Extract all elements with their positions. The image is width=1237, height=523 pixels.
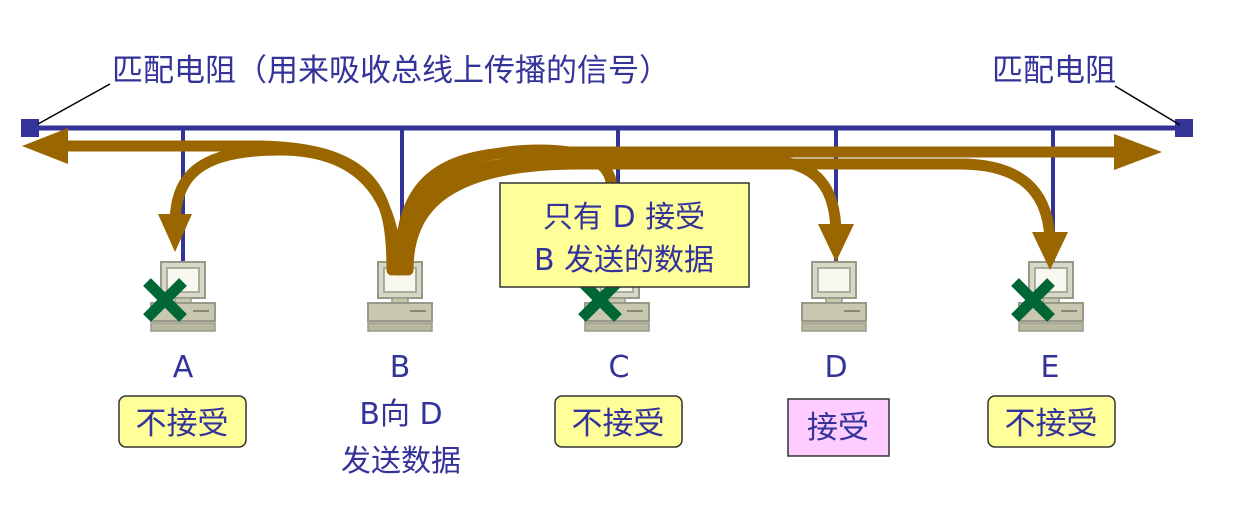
terminator-left-label: 匹配电阻（用来吸收总线上传播的信号） — [112, 53, 670, 89]
arrowhead-d — [818, 224, 854, 262]
signal-arrow-to-e — [402, 158, 1056, 276]
computer-d — [801, 261, 867, 332]
station-name-d: D — [824, 350, 847, 385]
sender-label-line-1: B向 D — [359, 397, 442, 432]
terminator-left-pointer — [37, 83, 111, 125]
status-label-c: 不接受 — [572, 406, 665, 442]
note-line-2: B 发送的数据 — [534, 243, 714, 278]
arrowhead-left-end — [22, 128, 68, 164]
signal-arrow-to-a — [169, 144, 402, 276]
status-box-a: 不接受 — [118, 395, 247, 448]
arrowhead-e — [1032, 232, 1068, 270]
terminator-left-block — [21, 119, 39, 137]
terminator-right-block — [1175, 119, 1193, 137]
status-box-d: 接受 — [787, 398, 890, 457]
note-line-1: 只有 D 接受 — [543, 200, 705, 235]
arrowhead-a — [158, 214, 192, 252]
signal-arrows — [54, 140, 1136, 276]
terminator-right-label: 匹配电阻 — [992, 53, 1116, 89]
station-name-b: B — [390, 350, 411, 385]
status-box-e: 不接受 — [987, 395, 1116, 448]
status-label-e: 不接受 — [1005, 406, 1098, 442]
signal-arrow-to-c — [392, 144, 618, 276]
note-box: 只有 D 接受 B 发送的数据 — [499, 182, 750, 288]
station-name-a: A — [173, 350, 194, 385]
station-name-c: C — [609, 350, 630, 385]
arrowhead-right-end — [1114, 134, 1162, 170]
status-label-d: 接受 — [807, 410, 869, 446]
status-label-a: 不接受 — [136, 406, 229, 442]
terminator-right-pointer — [1114, 85, 1181, 126]
status-box-c: 不接受 — [554, 395, 683, 448]
sender-label-line-2: 发送数据 — [341, 444, 461, 479]
signal-arrowheads — [22, 128, 1162, 270]
station-name-e: E — [1041, 350, 1060, 385]
